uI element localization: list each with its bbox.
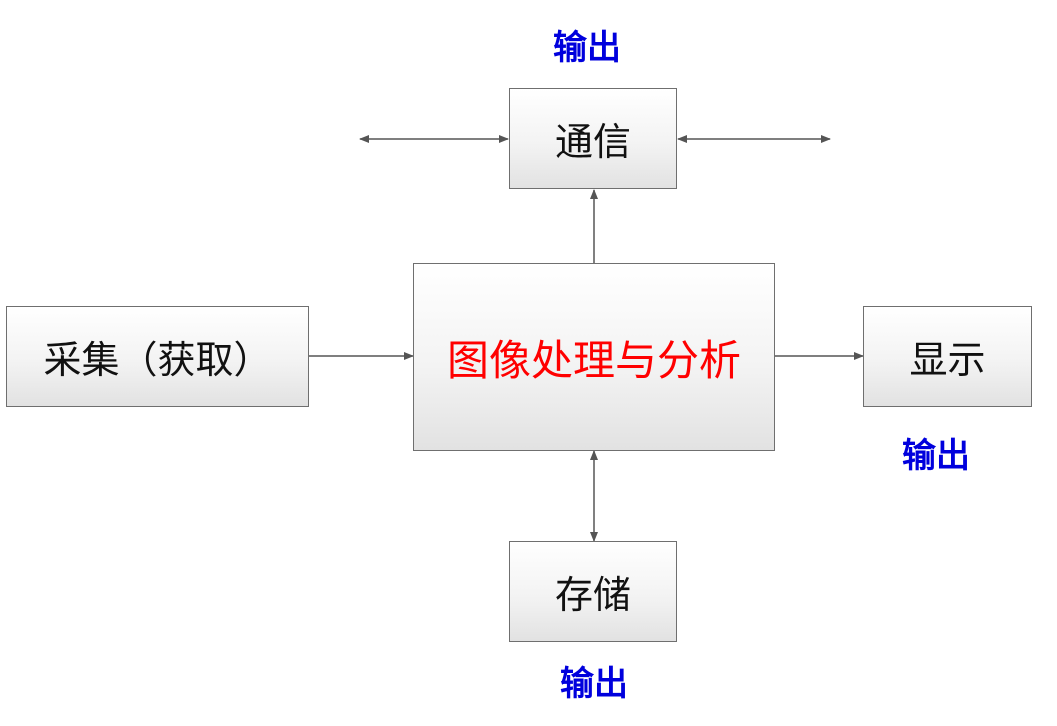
output-label-communication: 输出	[553, 28, 621, 68]
node-communication: 通信	[509, 88, 677, 189]
node-storage: 存储	[509, 541, 677, 642]
node-image-processing: 图像处理与分析	[413, 263, 775, 451]
output-label-display: 输出	[902, 436, 970, 476]
node-display: 显示	[863, 306, 1032, 407]
node-acquisition: 采集（获取）	[6, 306, 309, 407]
output-label-storage: 输出	[560, 664, 628, 704]
